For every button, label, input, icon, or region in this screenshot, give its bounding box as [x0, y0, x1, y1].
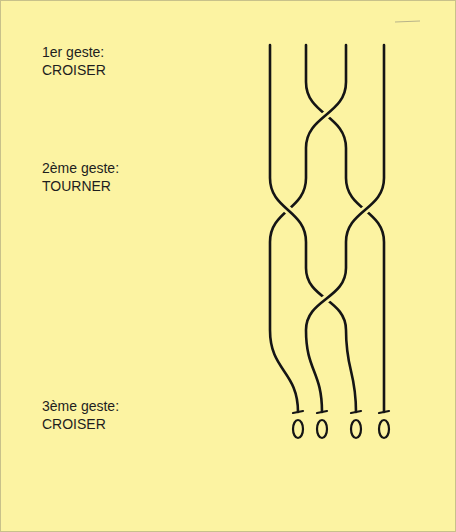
knot-loop [293, 420, 303, 438]
knot-loop [379, 420, 389, 438]
step-number: 2ème geste: [42, 160, 119, 176]
step-action: CROISER [42, 62, 106, 78]
knot-tie [293, 411, 303, 413]
step-number: 1er geste: [42, 44, 104, 60]
strand-halo [306, 45, 384, 412]
knot-loop [351, 420, 361, 438]
step-action: CROISER [42, 416, 106, 432]
cord-strand [306, 45, 384, 412]
knot-tie [379, 411, 389, 413]
knot-loop [317, 420, 327, 438]
knot-tie [317, 411, 327, 413]
step-number: 3ème geste: [42, 398, 119, 414]
step-action: TOURNER [42, 178, 111, 194]
knot-tie [351, 411, 361, 413]
